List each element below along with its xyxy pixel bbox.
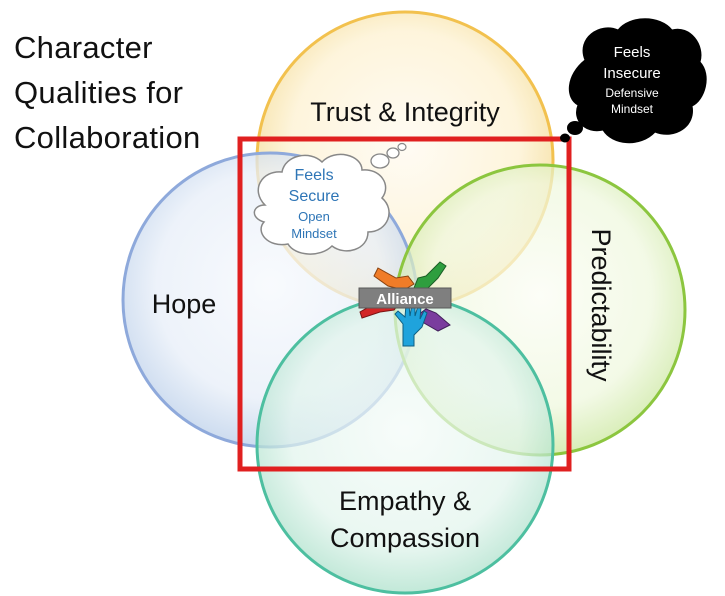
insecure-line4: Mindset: [611, 102, 654, 116]
label-empathy-line1: Empathy &: [339, 486, 471, 516]
secure-line1: Feels: [294, 167, 333, 184]
label-hope: Hope: [152, 289, 217, 319]
insecure-line1: Feels: [614, 44, 651, 61]
insecure-line3: Defensive: [605, 86, 659, 100]
title-line-2: Qualities for: [14, 75, 184, 110]
highlight-frame: [237, 136, 572, 472]
label-trust: Trust & Integrity: [310, 97, 500, 127]
alliance-hands-icon: [359, 261, 451, 347]
alliance-badge-bg: [358, 287, 452, 309]
alliance-badge: Alliance: [376, 291, 434, 308]
secure-line3: Open: [298, 209, 330, 224]
insecure-line2: Insecure: [603, 65, 661, 82]
title-line-3: Collaboration: [14, 120, 201, 155]
thought-cloud-insecure: [560, 18, 707, 144]
label-empathy-line2: Compassion: [330, 523, 480, 553]
secure-line2: Secure: [289, 188, 340, 205]
label-predictability: Predictability: [586, 228, 616, 382]
title-line-1: Character: [14, 30, 153, 65]
thought-cloud-secure: [253, 142, 407, 255]
secure-line4: Mindset: [291, 226, 337, 241]
